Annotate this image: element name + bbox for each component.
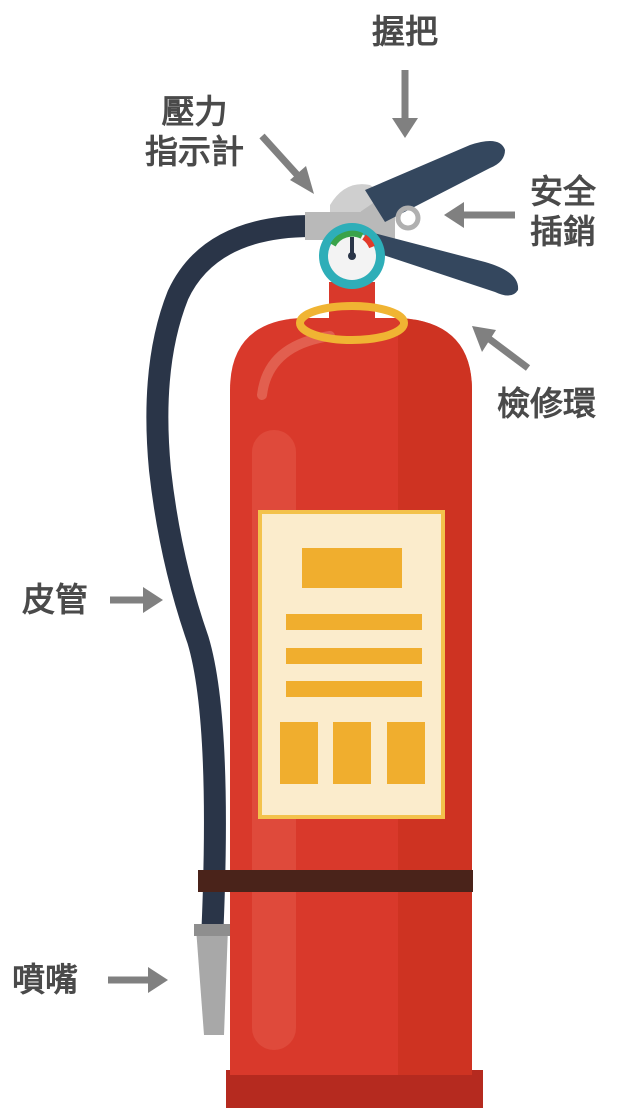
safety-pin-ring [395, 205, 421, 231]
hose-band [198, 870, 473, 892]
cylinder-base [226, 1070, 483, 1108]
inspection-ring-shape [296, 302, 408, 344]
label-pressure-gauge-line-1: 壓力 [161, 92, 228, 131]
label-inspection-ring: 檢修環 [497, 384, 596, 423]
arrowhead-hose [143, 587, 163, 613]
arrow-pressure-gauge [259, 133, 303, 181]
arrowhead-handle [392, 118, 418, 138]
label-handle: 握把 [372, 12, 438, 51]
arrowhead-safety-pin [444, 202, 464, 228]
gauge-zone-red [362, 234, 375, 249]
label-safety-pin-line-2: 插銷 [530, 212, 596, 251]
label-line-1 [286, 614, 422, 630]
label-nozzle: 噴嘴 [12, 960, 78, 999]
label-square-3 [387, 722, 425, 784]
hose-shape [146, 215, 313, 941]
label-hose: 皮管 [22, 580, 88, 619]
lower-lever [368, 232, 519, 296]
nozzle-shape [196, 928, 228, 1035]
label-pressure-gauge: 壓力 指示計 [145, 92, 244, 172]
arrowhead-pressure-gauge [290, 166, 314, 194]
arrowhead-inspection-ring [472, 326, 496, 352]
label-square-1 [280, 722, 318, 784]
arrow-inspection-ring [485, 335, 531, 371]
gauge-hub [348, 252, 356, 260]
label-line-2 [286, 648, 422, 664]
label-pressure-gauge-line-2: 指示計 [145, 132, 244, 171]
handle-lever [365, 141, 505, 222]
label-safety-pin: 安全 插銷 [530, 172, 596, 252]
label-block-title [302, 548, 402, 588]
nozzle-collar [194, 924, 230, 936]
gauge-zone-green [330, 230, 364, 247]
label-square-2 [333, 722, 371, 784]
label-line-3 [286, 681, 422, 697]
label-safety-pin-line-1: 安全 [530, 172, 596, 211]
arrowhead-nozzle [148, 967, 168, 993]
